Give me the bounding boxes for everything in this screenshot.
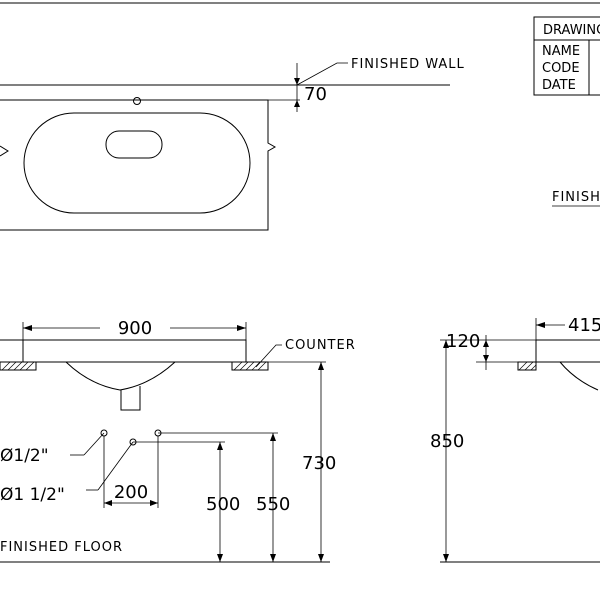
depth-dim-text: 415 — [568, 315, 600, 336]
height-550-arrow-bottom — [270, 554, 276, 562]
depth-arrow-left — [536, 322, 545, 328]
spacing-arrow-left — [104, 500, 112, 506]
side-bowl-underside — [559, 361, 599, 391]
side-elevation: 415 120 850 — [430, 315, 600, 563]
height-500-arrow-bottom — [217, 554, 223, 562]
title-block-name-label: NAME — [542, 44, 580, 59]
height-550-text: 550 — [256, 494, 290, 515]
title-block-date-label: DATE — [542, 78, 576, 93]
counter-label: COUNTER — [285, 338, 356, 353]
front-elevation: 900 COUNTER Ø1/2" Ø1 — [0, 318, 356, 563]
counter-section-right — [231, 361, 269, 371]
height-500-arrow-top — [217, 442, 223, 450]
side-counter-section — [517, 361, 537, 371]
height-500-text: 500 — [206, 494, 240, 515]
side-height-text: 850 — [430, 431, 464, 452]
plan-section-arrow — [0, 145, 9, 157]
pipe-small-label: Ø1/2" — [0, 446, 49, 466]
height-550-arrow-top — [270, 433, 276, 441]
width-arrow-left — [23, 325, 32, 331]
width-dim-text: 900 — [118, 318, 152, 339]
elevation-basin-rim — [22, 339, 247, 363]
side-offset-text: 120 — [446, 331, 480, 352]
plan-view: 70 FINISHED WALL — [0, 57, 465, 231]
pipe-small-leader — [83, 432, 105, 456]
elevation-drain-body — [120, 386, 141, 411]
plan-drain-slot — [105, 130, 163, 159]
counter-height-arrow-bottom — [318, 554, 324, 562]
side-height-arrow-top — [443, 340, 449, 348]
counter-hatch-left — [1, 361, 35, 371]
side-offset-arrow-top — [483, 340, 489, 347]
side-height-arrow-bottom — [443, 554, 449, 562]
finished-wall-leader — [296, 62, 348, 86]
counter-height-text: 730 — [302, 453, 336, 474]
counter-hatch-right — [233, 361, 267, 371]
title-block-frame — [533, 16, 600, 96]
plan-counter-outline — [0, 99, 277, 231]
title-block: DRAWING NAME CODE DATE — [533, 16, 600, 96]
side-counter-hatch — [518, 361, 537, 371]
finished-wall-label: FINISHED WALL — [351, 57, 465, 72]
spacing-arrow-right — [150, 500, 158, 506]
plan-tap-hole — [133, 97, 141, 105]
counter-height-arrow-top — [318, 362, 324, 370]
elevation-bowl-underside — [65, 361, 176, 391]
counter-section-left — [0, 361, 37, 371]
wall-offset-dim-text: 70 — [304, 84, 327, 105]
finished-floor-label: FINISHED FLOOR — [0, 540, 123, 555]
title-block-header: DRAWING — [543, 23, 600, 38]
side-offset-arrow-bottom — [483, 355, 489, 362]
pipe-large-label: Ø1 1/2" — [0, 485, 65, 505]
width-arrow-right — [237, 325, 246, 331]
wall-offset-arrow-bottom — [294, 100, 300, 107]
spacing-dim-text: 200 — [114, 482, 148, 503]
plan-basin-bowl — [23, 112, 251, 214]
counter-leader — [255, 344, 282, 368]
title-block-code-label: CODE — [542, 61, 580, 76]
wall-offset-arrow-top — [294, 78, 300, 85]
finished-wall-label-right: FINISH — [552, 190, 600, 205]
